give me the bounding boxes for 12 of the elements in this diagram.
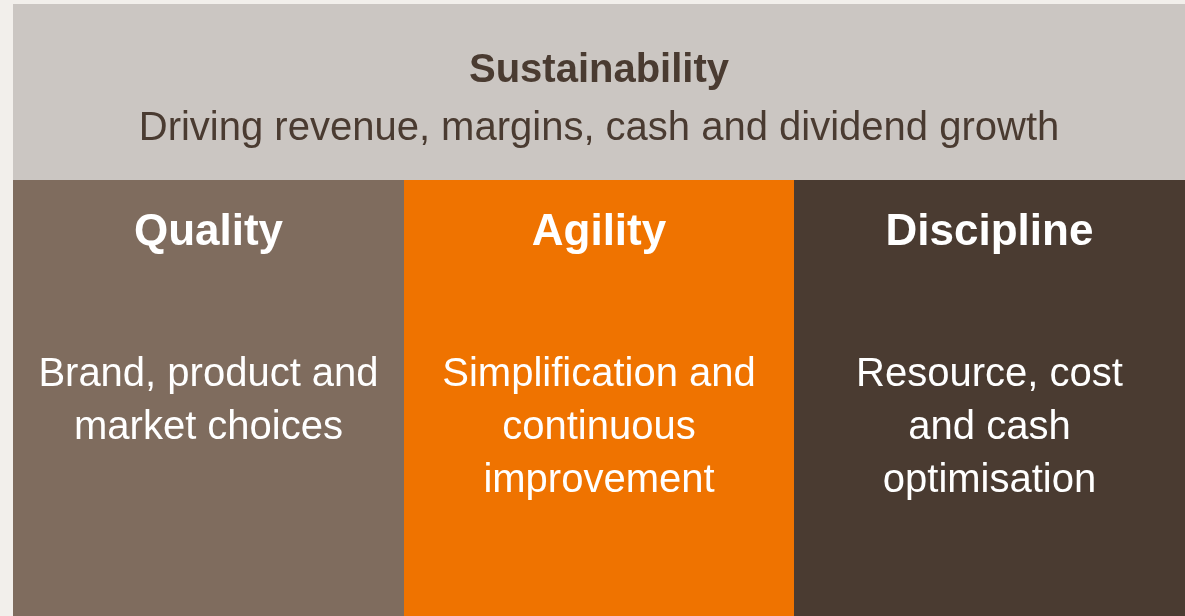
header-band (13, 4, 1185, 180)
pillar-panel (794, 180, 1185, 616)
band-heading: Sustainability (467, 45, 731, 92)
pillar-panel (404, 180, 794, 616)
pillar-panel (13, 180, 404, 616)
pillar-heading: Agility (530, 204, 668, 256)
band-subheading: Driving revenue, margins, cash and dividend growth (137, 103, 1061, 150)
pillar-heading: Quality (132, 204, 285, 256)
pillar-description: Resource, cost and cash optimisation (855, 349, 1124, 503)
pillar-heading: Discipline (884, 204, 1095, 256)
pillar-description: Simplification and continuous improvement (441, 349, 757, 503)
pillar-description: Brand, product and market choices (37, 349, 380, 450)
